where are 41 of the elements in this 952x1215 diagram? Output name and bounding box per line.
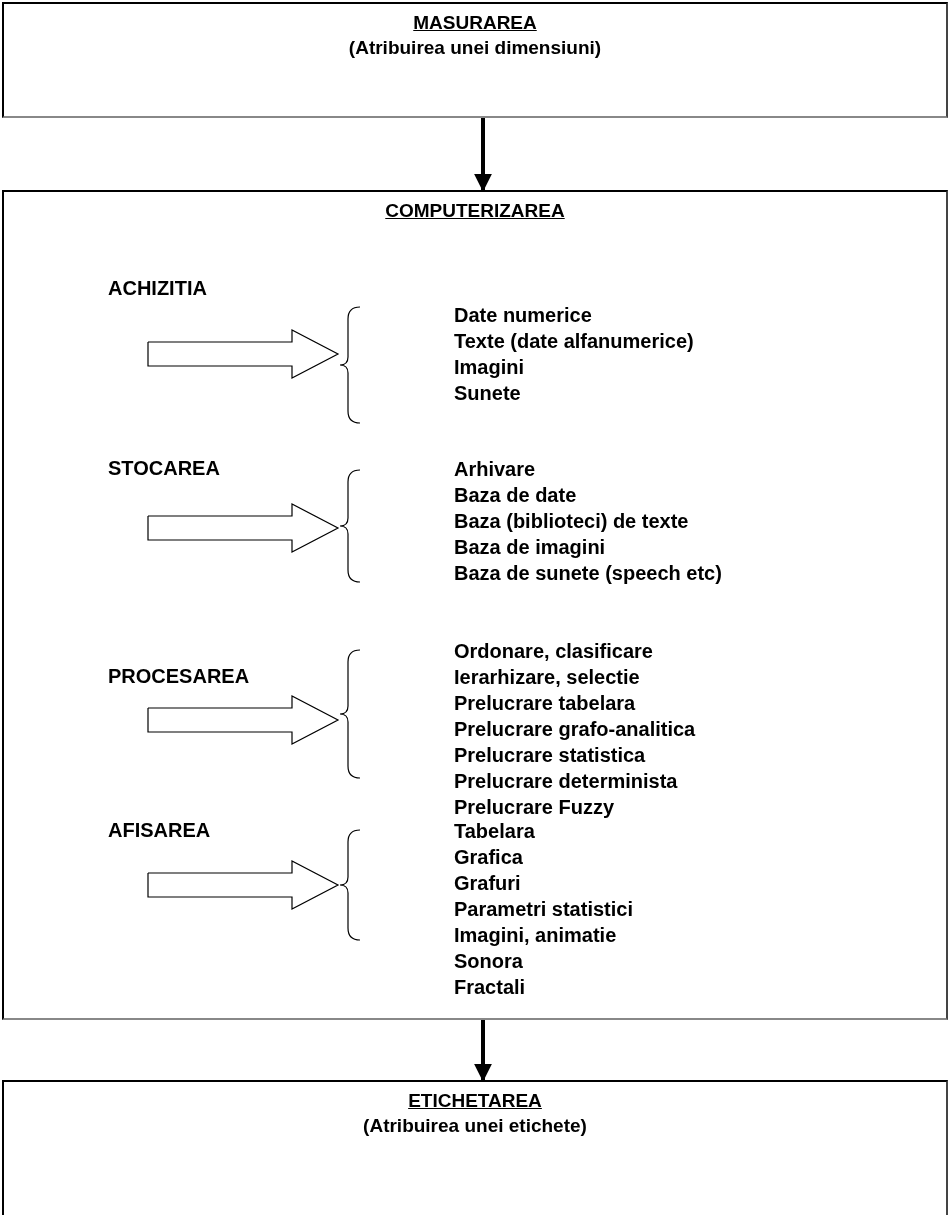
list-item: Parametri statistici bbox=[454, 897, 633, 922]
section-heading: AFISAREA bbox=[108, 819, 211, 842]
list-item: Imagini, animatie bbox=[454, 923, 617, 948]
list-item: Baza de sunete (speech etc) bbox=[454, 561, 722, 586]
block-arrow bbox=[147, 503, 340, 553]
list-item: Prelucrare tabelara bbox=[454, 691, 636, 716]
section-heading: ACHIZITIA bbox=[108, 277, 207, 300]
list-item: Baza de date bbox=[454, 483, 577, 508]
list-item: Ierarhizare, selectie bbox=[454, 665, 640, 690]
section-heading: PROCESAREA bbox=[108, 665, 250, 688]
list-item: Arhivare bbox=[454, 457, 536, 482]
process-box bbox=[2, 1080, 948, 1215]
block-arrow bbox=[147, 860, 340, 910]
list-item: Texte (date alfanumerice) bbox=[454, 329, 694, 354]
box-subtitle: (Atribuirea unei dimensiuni) bbox=[347, 37, 603, 59]
list-item: Prelucrare determinista bbox=[454, 769, 678, 794]
list-item: Baza de imagini bbox=[454, 535, 606, 560]
list-item: Grafuri bbox=[454, 871, 521, 896]
list-item: Prelucrare statistica bbox=[454, 743, 646, 768]
box-subtitle: (Atribuirea unei etichete) bbox=[362, 1115, 588, 1137]
block-arrow bbox=[147, 695, 340, 745]
list-item: Sunete bbox=[454, 381, 521, 406]
list-item: Date numerice bbox=[454, 303, 592, 328]
list-item: Baza (biblioteci) de texte bbox=[454, 509, 689, 534]
arrow bbox=[474, 118, 492, 192]
list-item: Sonora bbox=[454, 949, 523, 974]
section-heading: STOCAREA bbox=[108, 457, 220, 480]
process-box bbox=[2, 190, 948, 1020]
list-item: Grafica bbox=[454, 845, 523, 870]
arrow bbox=[474, 1020, 492, 1082]
box-title: MASURAREA bbox=[412, 12, 538, 34]
list-item: Tabelara bbox=[454, 819, 535, 844]
list-item: Prelucrare Fuzzy bbox=[454, 795, 615, 820]
block-arrow bbox=[147, 329, 340, 379]
list-item: Fractali bbox=[454, 975, 526, 1000]
list-item: Prelucrare grafo-analitica bbox=[454, 717, 696, 742]
list-item: Imagini bbox=[454, 355, 524, 380]
box-title: ETICHETAREA bbox=[407, 1090, 543, 1112]
box-title: COMPUTERIZAREA bbox=[384, 200, 566, 222]
list-item: Ordonare, clasificare bbox=[454, 639, 653, 664]
process-box bbox=[2, 2, 948, 118]
